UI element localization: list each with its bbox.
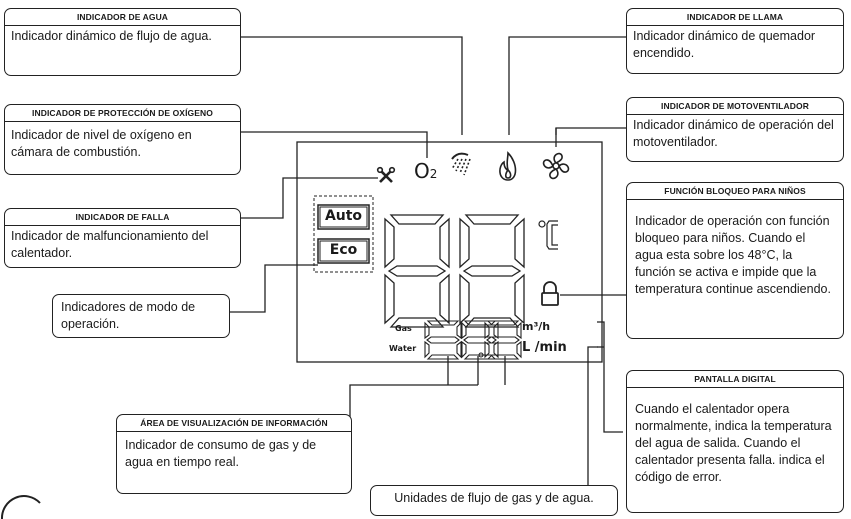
leader-oxigeno <box>240 131 428 158</box>
callout-proteccion-oxigeno: INDICADOR DE PROTECCIÓN DE OXÍGENO Indic… <box>4 104 241 175</box>
callout-pantalla-digital: PANTALLA DIGITAL Cuando el calentador op… <box>626 370 844 513</box>
fan-icon <box>542 152 570 180</box>
unit-gas-label: m³/h <box>522 320 551 333</box>
callout-text: Indicador de operación con función bloqu… <box>635 214 831 296</box>
mode-auto-label: Auto <box>324 208 363 224</box>
leader-agua <box>241 36 463 135</box>
callout-text: Indicador dinámico de operación del moto… <box>633 118 834 149</box>
callout-text: Indicadores de modo de operación. <box>61 300 196 331</box>
flame-icon <box>499 151 517 181</box>
auto-box <box>317 204 370 230</box>
callout-text: Cuando el calentador opera normalmente, … <box>635 402 832 484</box>
callout-title: INDICADOR DE PROTECCIÓN DE OXÍGENO <box>5 105 240 122</box>
eco-box <box>317 238 370 264</box>
leader-falla <box>240 177 378 219</box>
callout-indicador-llama: INDICADOR DE LLAMA Indicador dinámico de… <box>626 8 844 74</box>
callout-text: Indicador dinámico de flujo de agua. <box>11 29 212 43</box>
callout-text: Indicador dinámico de quemador encendido… <box>633 29 816 60</box>
leader-motoventilador <box>555 127 626 135</box>
water-shower-icon <box>451 152 471 176</box>
decimal-point <box>478 352 484 358</box>
mode-group-dashed <box>313 195 374 273</box>
gas-label: Gas <box>395 324 412 333</box>
callout-text: Indicador de consumo de gas y de agua en… <box>125 438 317 469</box>
water-label: Water <box>389 344 417 353</box>
lcd-frame <box>296 141 603 363</box>
callout-title: INDICADOR DE AGUA <box>5 9 240 26</box>
callout-title: INDICADOR DE LLAMA <box>627 9 843 26</box>
decorative-arc <box>0 495 41 519</box>
mode-eco-label: Eco <box>329 242 358 258</box>
leader-modo <box>230 264 318 313</box>
lock-icon <box>541 281 559 306</box>
callout-bloqueo-ninos: FUNCIÓN BLOQUEO PARA NIÑOS Indicador de … <box>626 182 844 339</box>
callout-title: INDICADOR DE FALLA <box>5 209 240 226</box>
leader-area-h <box>349 384 478 432</box>
leader-llama <box>508 36 626 135</box>
callout-title: PANTALLA DIGITAL <box>627 371 843 388</box>
callout-indicador-agua: INDICADOR DE AGUA Indicador dinámico de … <box>4 8 241 76</box>
callout-area-visualizacion: ÁREA DE VISUALIZACIÓN DE INFORMACIÓN Ind… <box>116 414 352 494</box>
leader-unidades <box>587 346 598 487</box>
callout-motoventilador: INDICADOR DE MOTOVENTILADOR Indicador di… <box>626 97 844 162</box>
callout-unidades-flujo: Unidades de flujo de gas y de agua. <box>370 485 618 516</box>
callout-text: Indicador de malfuncionamiento del calen… <box>11 229 209 260</box>
callout-title: ÁREA DE VISUALIZACIÓN DE INFORMACIÓN <box>117 415 351 432</box>
callout-text: Indicador de nivel de oxígeno en cámara … <box>11 128 192 159</box>
fault-wrench-icon <box>376 166 396 183</box>
leader-pantalla <box>597 321 623 433</box>
big-seven-segment-digits <box>384 214 525 328</box>
callout-indicador-falla: INDICADOR DE FALLA Indicador de malfunci… <box>4 208 241 268</box>
celsius-icon <box>538 220 558 250</box>
callout-text: Unidades de flujo de gas y de agua. <box>394 491 594 505</box>
oxygen-icon: O2 <box>414 159 438 183</box>
unit-water-label: L /min <box>522 340 567 355</box>
callout-modo-operacion: Indicadores de modo de operación. <box>52 294 230 338</box>
callout-title: FUNCIÓN BLOQUEO PARA NIÑOS <box>627 183 843 200</box>
small-seven-segment-digits <box>424 320 522 360</box>
callout-title: INDICADOR DE MOTOVENTILADOR <box>627 98 843 115</box>
